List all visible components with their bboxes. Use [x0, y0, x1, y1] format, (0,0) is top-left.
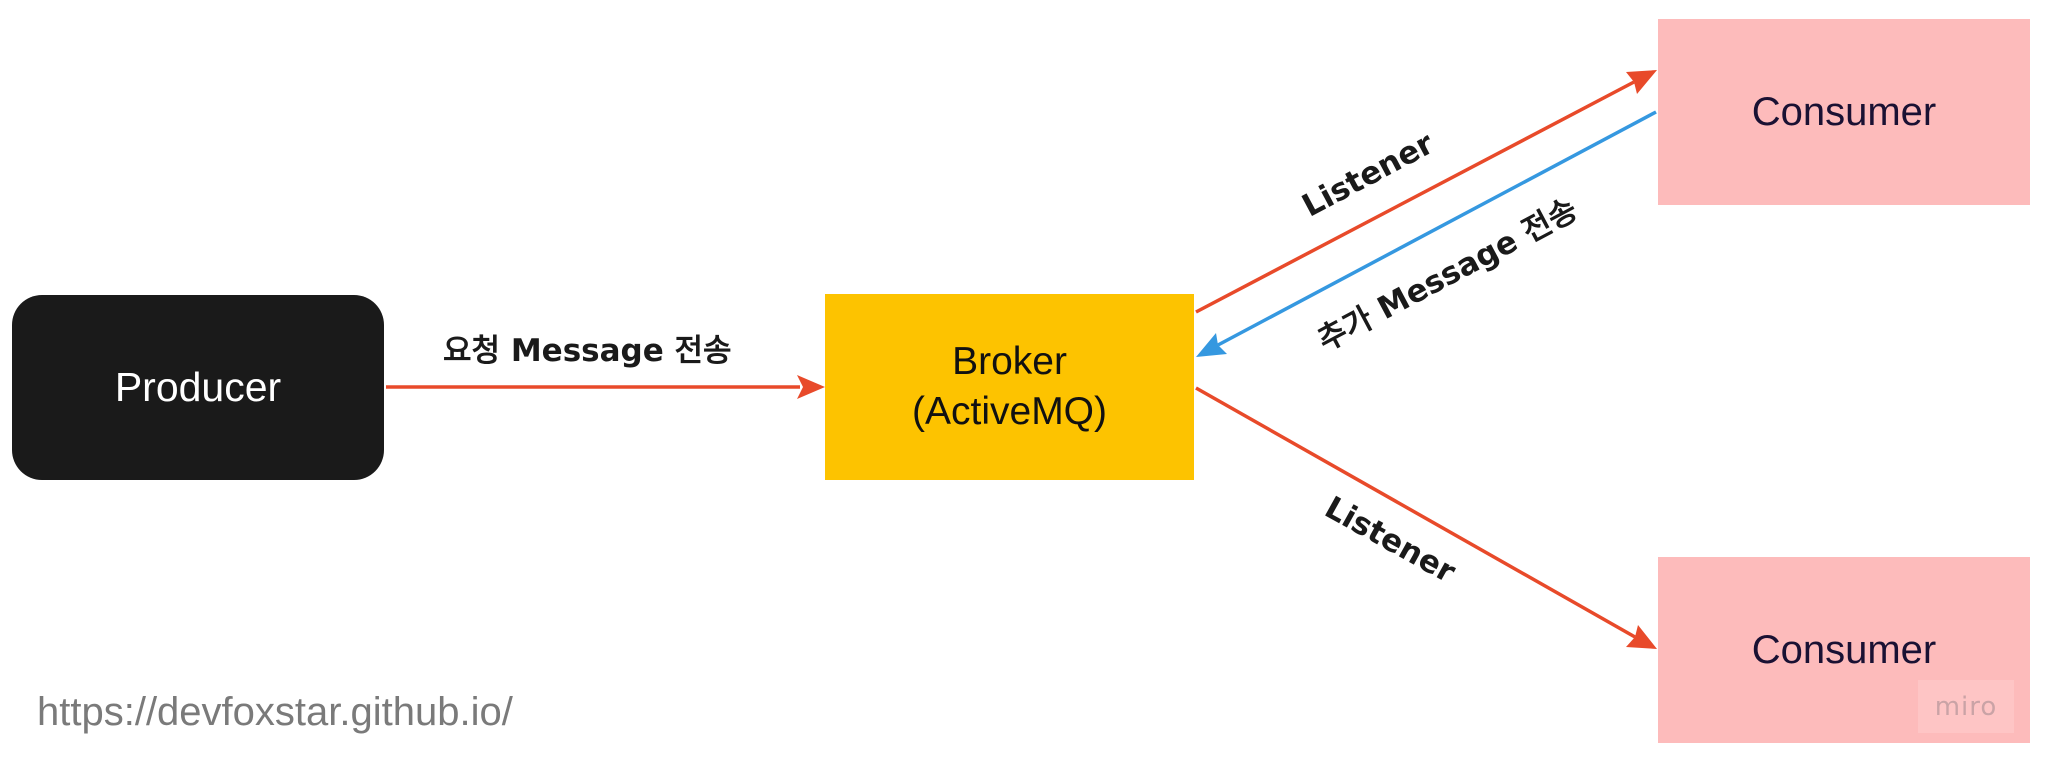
arrowhead	[1196, 333, 1227, 357]
edge-producer-to-broker	[386, 375, 825, 399]
consumer-label: Consumer	[1751, 89, 1937, 134]
broker-label: Broker	[952, 340, 1067, 383]
arrowhead	[1626, 70, 1657, 94]
watermark-url: https://devfoxstar.github.io/	[37, 690, 513, 734]
broker-node[interactable]: Broker (ActiveMQ)	[825, 294, 1194, 480]
consumer-node-top[interactable]: Consumer	[1658, 19, 2030, 205]
consumer-label: Consumer	[1751, 627, 1937, 672]
edge-consumer-top-to-broker	[1196, 110, 1657, 357]
edge-label-request-message: 요청 Message 전송	[443, 333, 732, 369]
edge-broker-to-consumer-top	[1195, 70, 1657, 314]
broker-sublabel: (ActiveMQ)	[912, 390, 1107, 433]
miro-badge: miro	[1918, 680, 2014, 733]
producer-node[interactable]: Producer	[12, 295, 384, 480]
edge-broker-to-consumer-bottom	[1195, 386, 1657, 649]
arrowhead	[1626, 625, 1657, 649]
consumer-node-bottom[interactable]: Consumer	[1658, 557, 2030, 743]
arrowhead	[797, 375, 825, 399]
producer-label: Producer	[114, 364, 282, 410]
